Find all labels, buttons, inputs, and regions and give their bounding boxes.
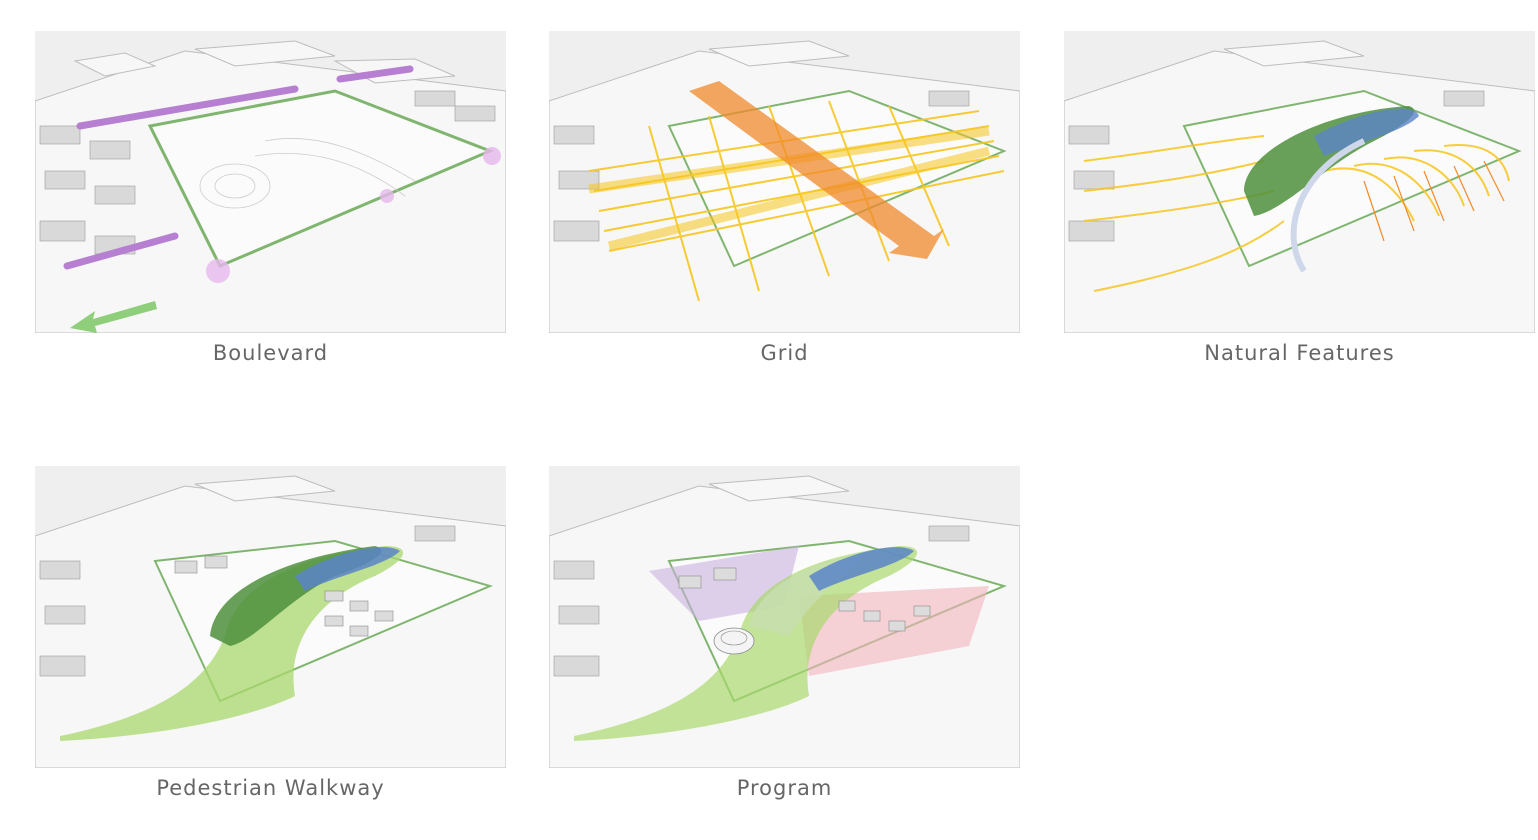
panel-boulevard: Boulevard bbox=[35, 31, 506, 365]
diagram-boulevard bbox=[35, 31, 506, 333]
diagram-program bbox=[549, 466, 1020, 768]
panel-pedestrian-walkway: Pedestrian Walkway bbox=[35, 466, 506, 800]
panel-caption: Grid bbox=[760, 341, 809, 365]
panel-caption: Boulevard bbox=[212, 341, 329, 365]
diagram-grid bbox=[549, 31, 1020, 333]
panel-grid: Grid bbox=[549, 31, 1020, 365]
diagram-natural-features bbox=[1064, 31, 1535, 333]
panel-program: Program bbox=[549, 466, 1020, 800]
panel-caption: Pedestrian Walkway bbox=[156, 776, 385, 800]
panel-caption: Natural Features bbox=[1204, 341, 1395, 365]
diagram-pedestrian-walkway bbox=[35, 466, 506, 768]
panel-natural-features: Natural Features bbox=[1064, 31, 1535, 365]
panel-caption: Program bbox=[736, 776, 833, 800]
